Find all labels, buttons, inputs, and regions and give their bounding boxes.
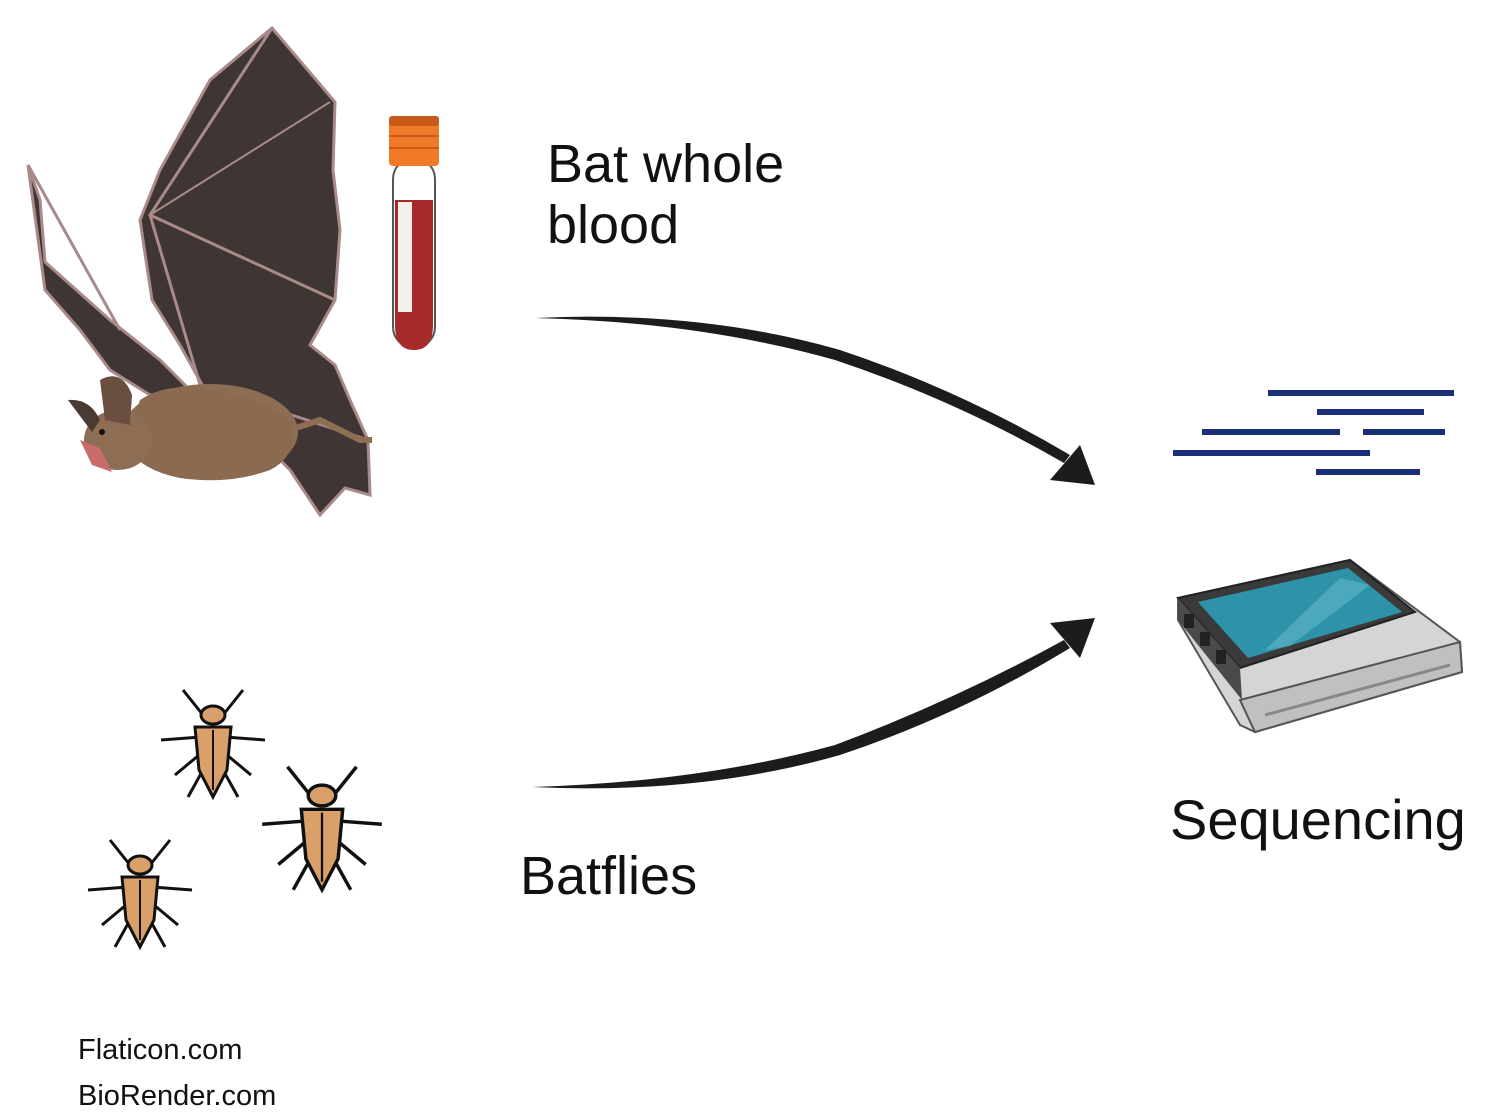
label-batflies: Batflies (520, 846, 697, 907)
credit-biorender: BioRender.com (78, 1073, 276, 1119)
arrow-batflies-to-sequencing (532, 640, 1070, 788)
sequencer-device-icon (1170, 550, 1470, 740)
credit-flaticon: Flaticon.com (78, 1027, 242, 1073)
label-bat-blood-line-2: blood (547, 195, 679, 256)
sequence-reads-icon (1170, 385, 1460, 480)
label-bat-blood-line-1: Bat whole (547, 134, 784, 195)
arrow-blood-to-sequencing (535, 317, 1070, 463)
label-sequencing: Sequencing (1170, 789, 1466, 850)
